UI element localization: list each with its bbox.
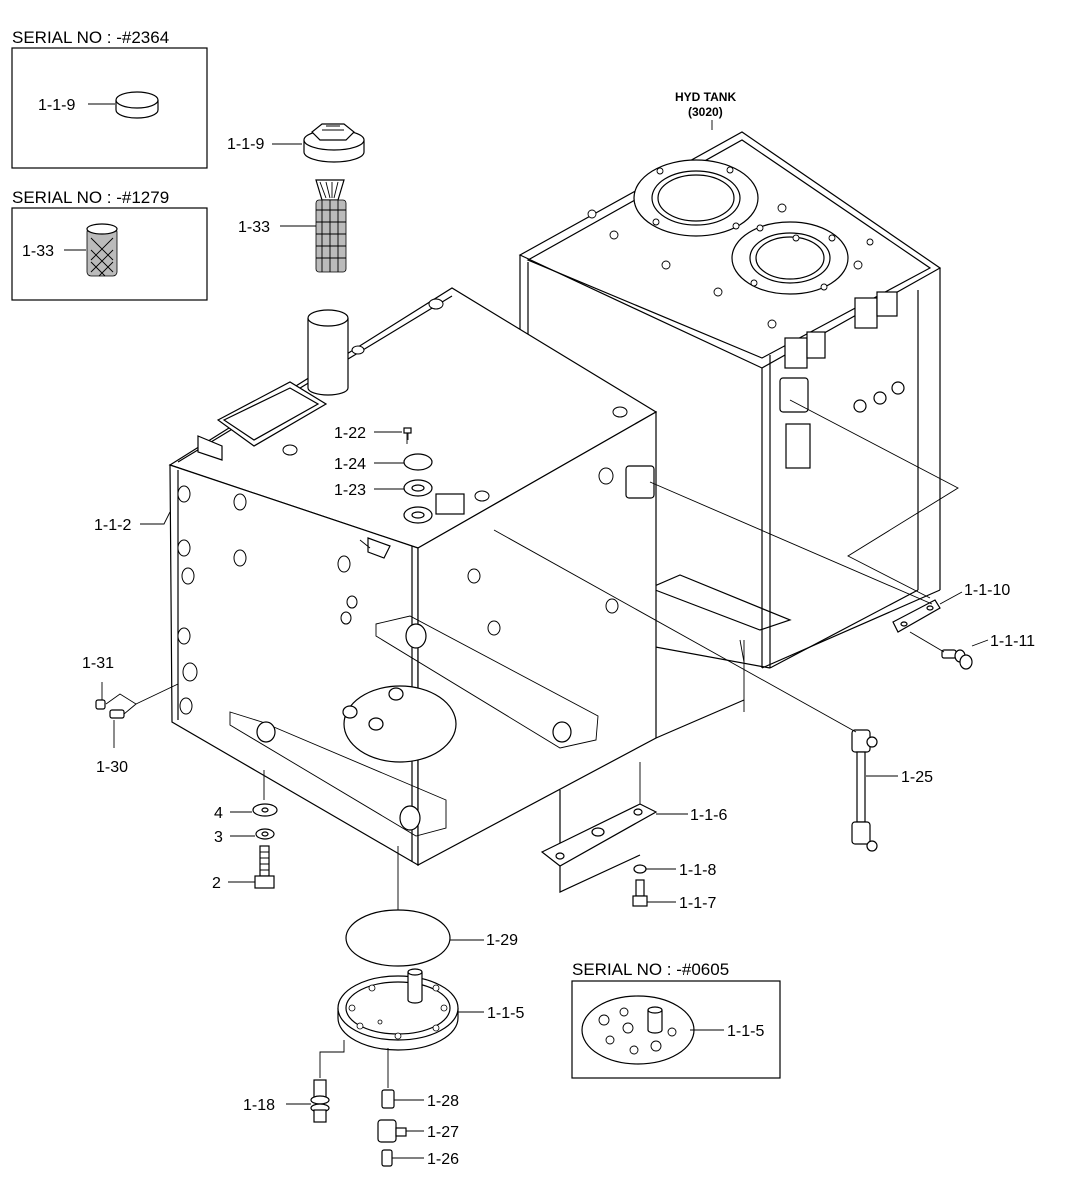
label-1-18: 1-18 [243,1097,275,1114]
inset-cap: SERIAL NO : -#2364 1-1-9 [11,28,208,169]
inset-strainer-frame [11,207,208,301]
bolt-1-1-11-icon [941,649,973,670]
label-1-1-5: 1-1-5 [487,1005,524,1022]
label-1-1-10: 1-1-10 [964,582,1010,599]
label-2: 2 [212,875,221,892]
inset-strainer-serial: SERIAL NO : -#1279 [12,188,169,207]
cover-plate-icon [581,995,695,1065]
plug-1-31-icon [95,699,106,710]
label-1-1-2: 1-1-2 [94,517,131,534]
inset-cap-label: 1-1-9 [38,97,75,114]
label-1-24: 1-24 [334,456,366,473]
fitting-1-18-icon [310,1079,330,1123]
fuel-tank [168,287,745,938]
bolt-1-1-7-icon [632,879,648,907]
inset-strainer-label: 1-33 [22,243,54,260]
washer-3-icon [255,828,275,840]
valve-1-27-icon [377,1119,407,1143]
bracket-1-1-6-icon [540,803,658,867]
strainer-long-icon [315,179,347,273]
hyd-tank-code: (3020) [688,105,723,119]
label-1-22: 1-22 [334,425,366,442]
inset-strainer: SERIAL NO : -#1279 1-33 [11,188,208,301]
label-1-23: 1-23 [334,482,366,499]
strainer-short-icon [86,223,118,277]
gasket-1-29-icon [345,909,451,967]
plate-1-1-10-icon [892,599,941,633]
label-1-27: 1-27 [427,1124,459,1141]
label-4: 4 [214,805,223,822]
inset-cap-frame [11,47,208,169]
label-1-31: 1-31 [82,655,114,672]
label-1-26: 1-26 [427,1151,459,1168]
label-1-25: 1-25 [901,769,933,786]
cover-1-1-5-icon [337,968,459,1051]
filler-cap-icon [303,123,365,163]
fitting-1-28-icon [381,1089,395,1109]
label-3: 3 [214,829,223,846]
hyd-tank-title: HYD TANK [675,90,736,104]
part-labels: 1-1-9 1-33 1-22 1-24 1-23 1-1-2 1-31 1-3… [82,136,1035,1168]
label-1-33: 1-33 [238,219,270,236]
inset-cover: SERIAL NO : -#0605 1-1-5 [571,960,781,1079]
inset-cap-serial: SERIAL NO : -#2364 [12,28,169,47]
label-1-1-7: 1-1-7 [679,895,716,912]
inset-cover-label: 1-1-5 [727,1023,764,1040]
label-1-1-9: 1-1-9 [227,136,264,153]
plug-1-30-icon [109,709,125,719]
label-1-1-8: 1-1-8 [679,862,716,879]
label-1-1-11: 1-1-11 [990,633,1035,650]
inset-cover-serial: SERIAL NO : -#0605 [572,960,729,979]
label-1-1-6: 1-1-6 [690,807,727,824]
bolt-2-icon [254,845,275,889]
washer-4-icon [252,803,278,817]
washer-1-1-8-icon [633,864,647,874]
fitting-1-26-icon [381,1149,393,1167]
label-1-30: 1-30 [96,759,128,776]
screw-1-22-icon [403,427,412,444]
cap-flat-icon [115,91,159,119]
label-1-28: 1-28 [427,1093,459,1110]
inset-cover-frame [571,980,781,1079]
label-1-29: 1-29 [486,932,518,949]
link-rod-1-25-icon [851,729,878,852]
